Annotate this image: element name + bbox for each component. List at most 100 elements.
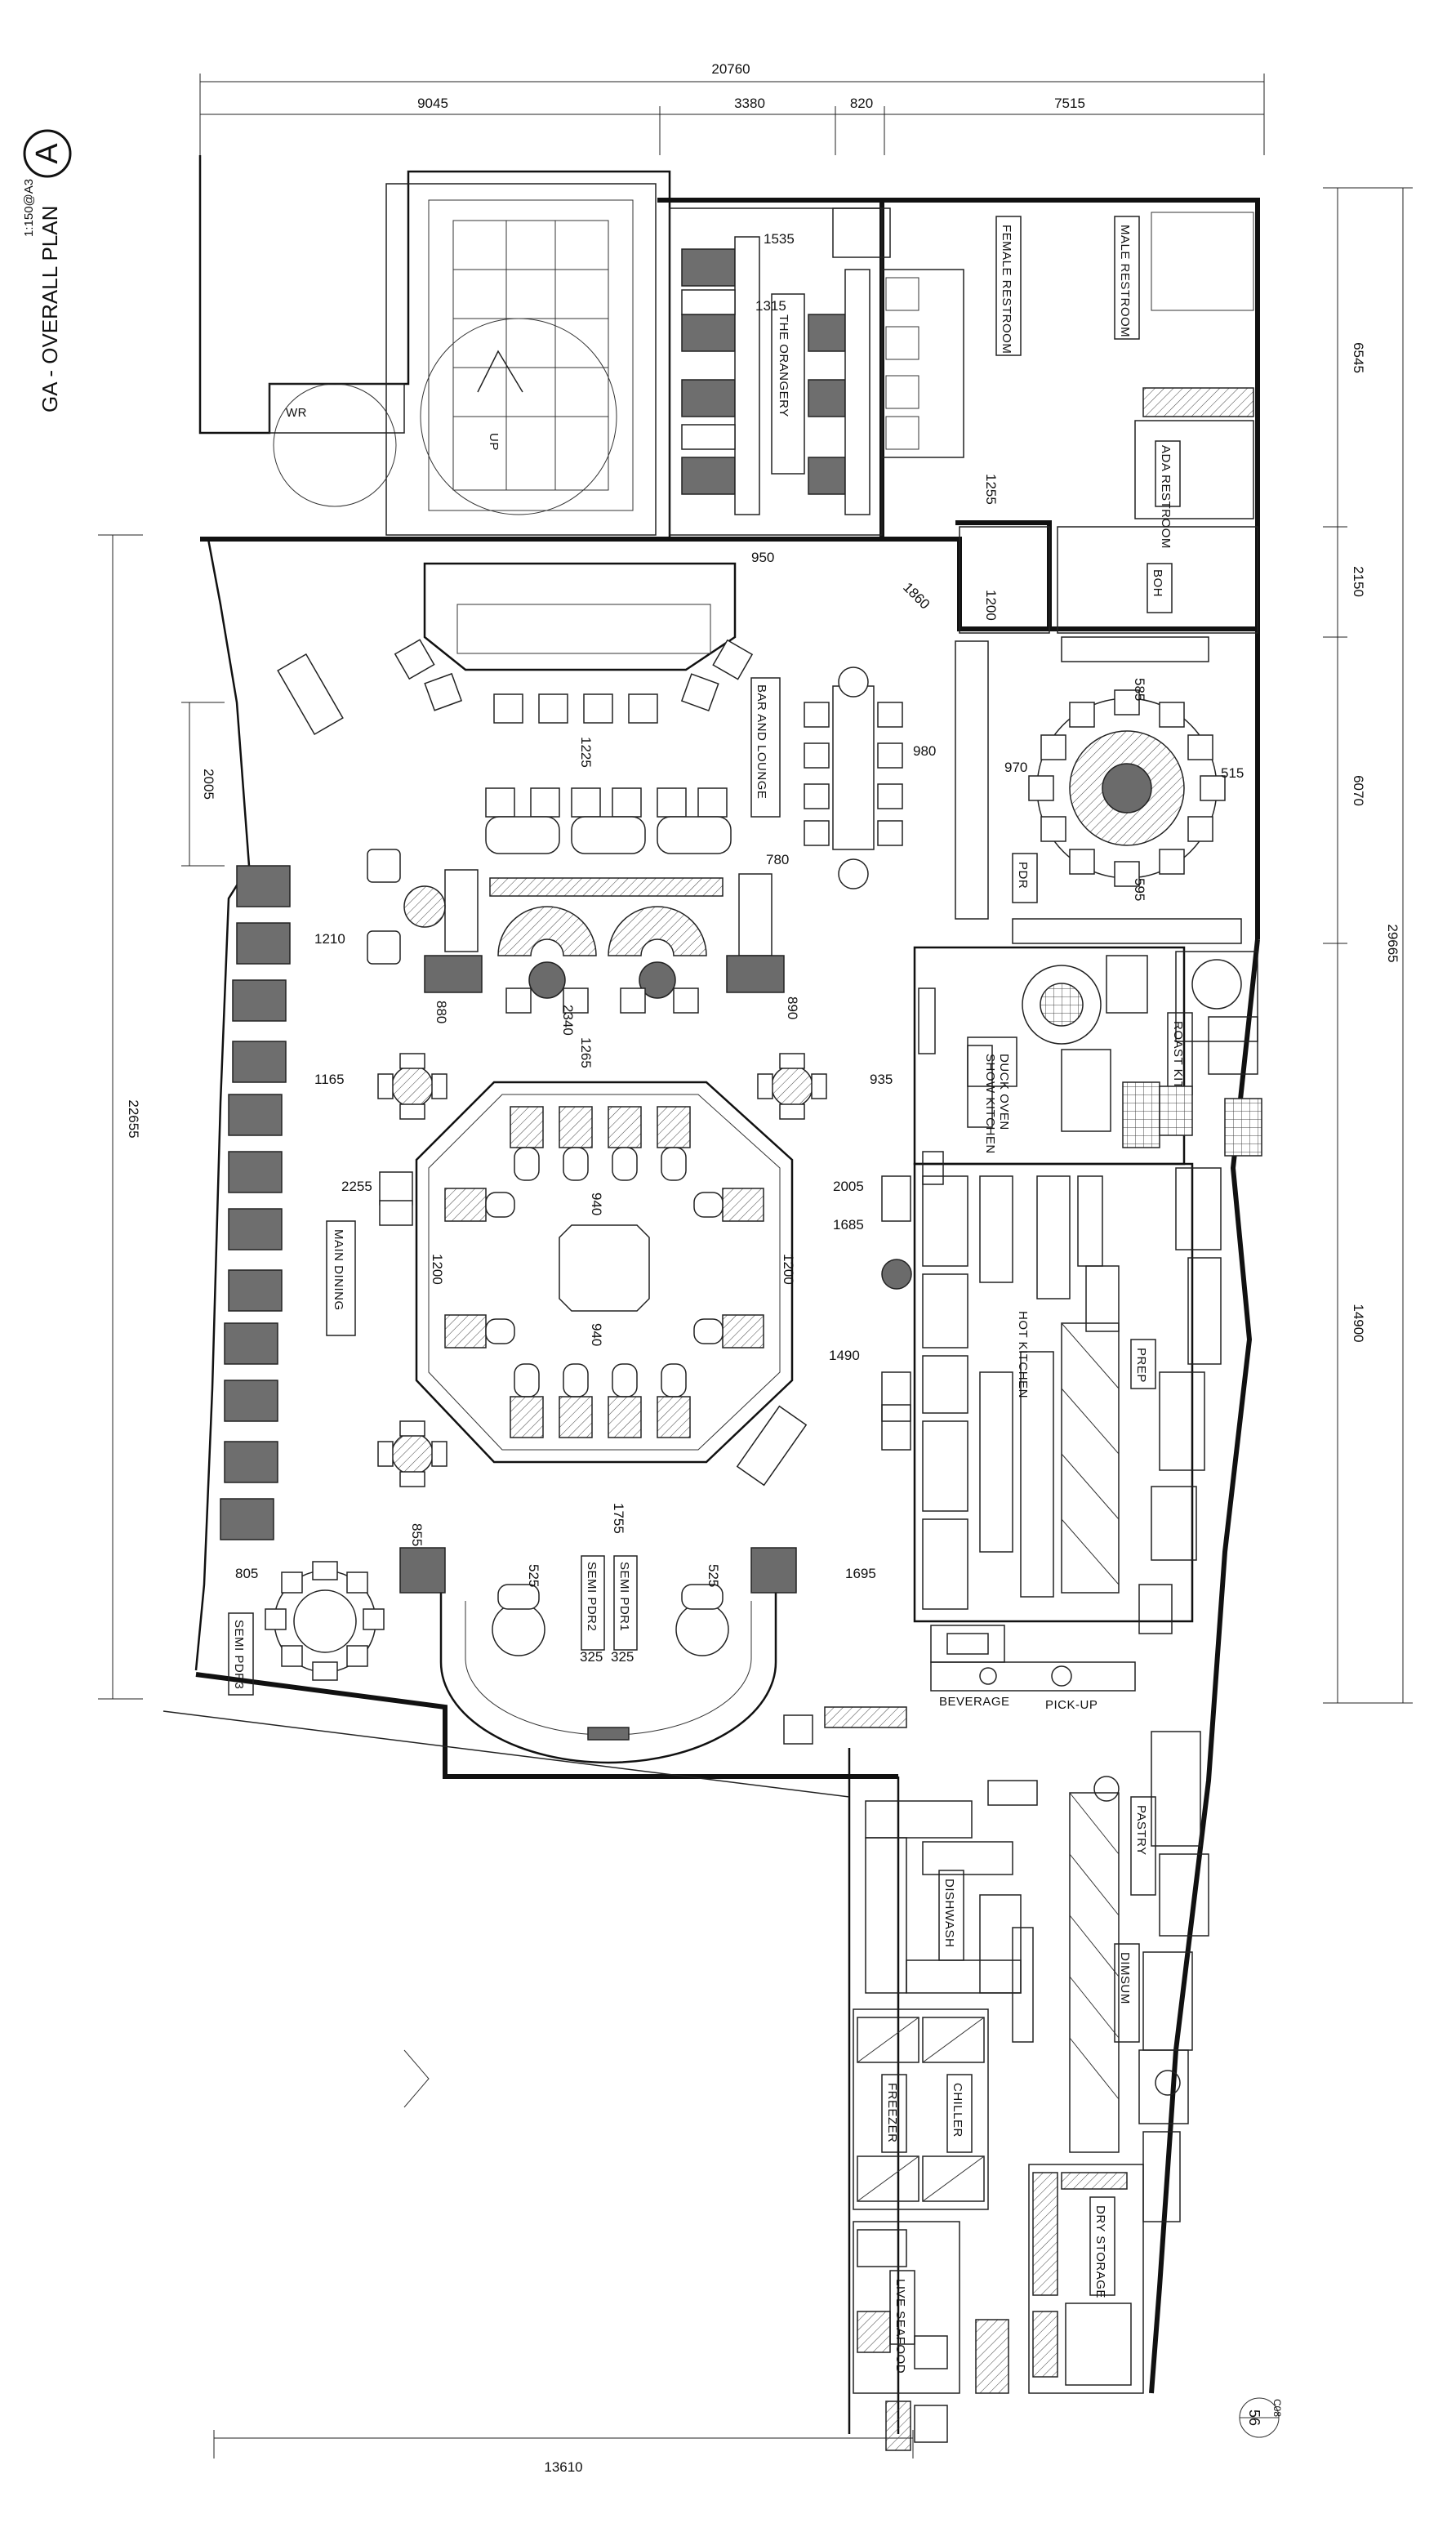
dim-525-b: 525 — [706, 1564, 721, 1587]
room-label-boh: BOH — [1151, 569, 1164, 597]
dim-1200-right: 1200 — [781, 1254, 796, 1285]
drawing-ref-number: 56 — [1246, 2409, 1262, 2426]
facade-booths — [220, 865, 291, 1540]
dim-1165: 1165 — [314, 1072, 345, 1087]
dim-940-a: 940 — [589, 1192, 604, 1215]
drawing-reference: C08 56 — [1239, 2397, 1283, 2438]
kitchen-lower: DISHWASH FREEZER CHILLER LIVE SEAFOOD PA… — [853, 1731, 1209, 2451]
dim-325-a: 325 — [580, 1649, 603, 1665]
room-label-chiller: CHILLER — [951, 2083, 964, 2138]
dim-1265: 1265 — [578, 1037, 594, 1068]
room-label-main-dining: MAIN DINING — [332, 1229, 345, 1311]
title-block: A GA - OVERALL PLAN 1:150@A3 — [22, 129, 72, 412]
dim-left-small: 2005 — [201, 769, 216, 800]
dim-1210: 1210 — [314, 931, 345, 947]
dim-top-seg-4: 7515 — [1054, 96, 1085, 111]
dim-top-seg-2: 3380 — [734, 96, 765, 111]
dim-525-a: 525 — [526, 1564, 541, 1587]
dim-left-total: 22655 — [126, 1099, 141, 1138]
stair-area: UP WR — [269, 183, 657, 536]
dim-2340: 2340 — [560, 1005, 576, 1036]
dim-935: 935 — [870, 1072, 893, 1087]
room-label-hot-kitchen: HOT KITCHEN — [1016, 1311, 1030, 1398]
room-label-up: UP — [487, 433, 501, 451]
room-label-pick-up: PICK-UP — [1045, 1698, 1098, 1712]
room-label-semi-pdr3: SEMI PDR3 — [232, 1620, 246, 1689]
dim-right-seg-1: 6545 — [1351, 342, 1366, 373]
room-label-dishwash: DISHWASH — [942, 1879, 956, 1947]
kitchen-upper: DUCK OVEN SHOW KITCHEN ROAST KITCHEN — [913, 946, 1262, 1166]
dim-1255: 1255 — [983, 474, 999, 505]
room-label-orangery: THE ORANGERY — [777, 314, 790, 417]
room-label-live-seafood: LIVE SEAFOOD — [893, 2279, 907, 2374]
room-label-male-restroom: MALE RESTROOM — [1118, 225, 1132, 337]
room-label-wr: WR — [286, 406, 307, 420]
dim-bottom: 13610 — [544, 2459, 582, 2475]
boh-room: BOH — [959, 526, 1258, 634]
dim-1860: 1860 — [900, 579, 933, 612]
dim-right-total: 29665 — [1385, 924, 1400, 962]
prep-area: PREP — [1130, 1085, 1222, 1634]
dim-805: 805 — [235, 1566, 258, 1581]
dim-980: 980 — [913, 743, 936, 759]
orangery-room: THE ORANGERY 1535 1315 950 — [669, 207, 883, 565]
room-label-bar-lounge: BAR AND LOUNGE — [755, 684, 768, 799]
room-label-ada-restroom: ADA RESTROOM — [1159, 445, 1173, 549]
grid-bubble — [23, 129, 72, 178]
dim-880: 880 — [434, 1001, 449, 1023]
room-label-duck-oven: DUCK OVEN — [997, 1054, 1011, 1130]
room-label-semi-pdr2: SEMI PDR2 — [585, 1562, 599, 1631]
semi-pdr-rooms: SEMI PDR3 SEMI PDR2 SEMI PDR1 525 525 32… — [228, 1547, 797, 1764]
dim-585: 585 — [1132, 678, 1147, 701]
dim-595: 595 — [1132, 878, 1147, 901]
dim-890: 890 — [785, 996, 800, 1019]
dim-515: 515 — [1221, 765, 1244, 781]
dim-1755: 1755 — [611, 1503, 626, 1534]
dim-right-seg-2: 2150 — [1351, 566, 1366, 597]
room-label-dimsum: DIMSUM — [1118, 1952, 1132, 2004]
dim-top-seg-1: 9045 — [417, 96, 448, 111]
dim-780: 780 — [766, 852, 789, 867]
dim-325-b: 325 — [611, 1649, 634, 1665]
room-label-prep: PREP — [1134, 1348, 1148, 1383]
room-label-female-restroom: FEMALE RESTROOM — [1000, 225, 1013, 354]
dim-top-seg-3: 820 — [850, 96, 873, 111]
dim-2005-b: 2005 — [833, 1179, 864, 1194]
room-label-beverage: BEVERAGE — [939, 1695, 1010, 1709]
dim-1200-left: 1200 — [430, 1254, 445, 1285]
dim-1225: 1225 — [578, 737, 594, 768]
dim-940-b: 940 — [589, 1323, 604, 1346]
dim-950: 950 — [751, 550, 774, 565]
room-label-semi-pdr1: SEMI PDR1 — [617, 1562, 631, 1631]
room-label-pastry: PASTRY — [1134, 1805, 1148, 1856]
dim-right-seg-3: 6070 — [1351, 775, 1366, 806]
hot-kitchen: HOT KITCHEN — [881, 1151, 1194, 1623]
dim-1685: 1685 — [833, 1217, 864, 1233]
dim-right-seg-4: 14900 — [1351, 1304, 1366, 1342]
plan-scale: 1:150@A3 — [22, 179, 36, 237]
room-label-show-kitchen: SHOW KITCHEN — [983, 1054, 997, 1154]
drawing-ref-code: C08 — [1271, 2399, 1283, 2417]
room-label-pdr: PDR — [1016, 862, 1030, 889]
restroom-block: FEMALE RESTROOM MALE RESTROOM ADA RESTRO… — [832, 207, 1254, 621]
building-walls — [163, 155, 1260, 2434]
pdr-room: PDR 585 515 970 595 — [955, 636, 1244, 944]
dim-855: 855 — [409, 1523, 425, 1546]
room-label-freezer: FREEZER — [885, 2083, 899, 2143]
bar-lounge: BAR AND LOUNGE 1225 780 980 — [277, 562, 936, 965]
dim-1315: 1315 — [755, 298, 786, 314]
dim-1535: 1535 — [764, 231, 795, 247]
room-label-dry-storage: DRY STORAGE — [1093, 2205, 1107, 2298]
overall-dimensions: 20760 9045 3380 820 7515 6545 2150 6070 … — [98, 61, 1413, 2475]
dim-1200-top: 1200 — [983, 590, 999, 621]
grid-letter: A — [30, 143, 65, 164]
dim-top-total: 20760 — [711, 61, 750, 77]
plan-title: GA - OVERALL PLAN — [38, 206, 62, 412]
dim-970: 970 — [1004, 760, 1027, 775]
beverage-pickup: BEVERAGE PICK-UP — [783, 1625, 1136, 1745]
dim-1490: 1490 — [829, 1348, 860, 1363]
main-dining: MAIN DINING 1210 880 2340 1265 890 1165 … — [235, 906, 893, 1581]
dim-2255: 2255 — [341, 1179, 372, 1194]
dim-1695: 1695 — [845, 1566, 876, 1581]
